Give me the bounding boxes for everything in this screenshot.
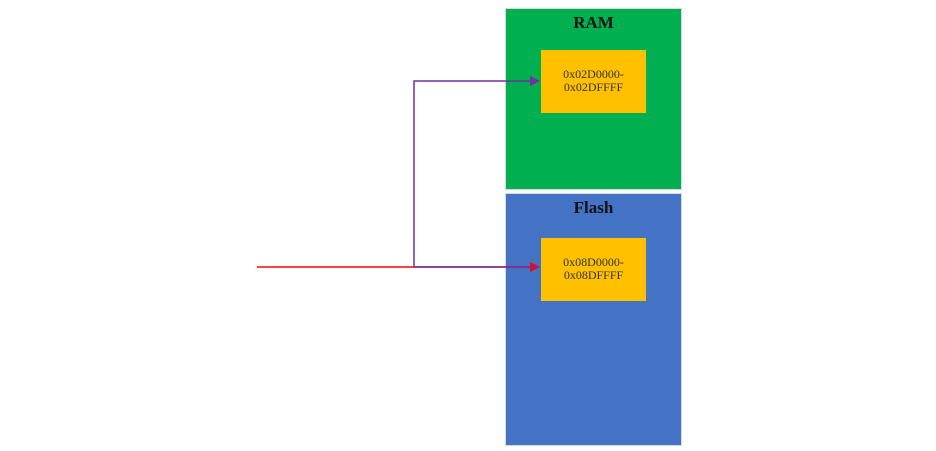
flash-address-start: 0x08D0000- [563, 255, 624, 269]
flash-address-region: 0x08D0000- 0x08DFFFF [541, 238, 646, 301]
ram-address-region: 0x02D0000- 0x02DFFFF [541, 50, 646, 113]
ram-title: RAM [573, 13, 614, 32]
ram-address-end: 0x02DFFFF [563, 80, 624, 94]
ram-redirect-arrow [413, 76, 540, 268]
flash-title: Flash [573, 198, 614, 217]
flash-block: Flash 0x08D0000- 0x08DFFFF [505, 193, 682, 446]
ram-address-start: 0x02D0000- [563, 67, 624, 81]
flash-address-end: 0x08DFFFF [563, 268, 624, 282]
ram-block: RAM 0x02D0000- 0x02DFFFF [505, 8, 682, 190]
